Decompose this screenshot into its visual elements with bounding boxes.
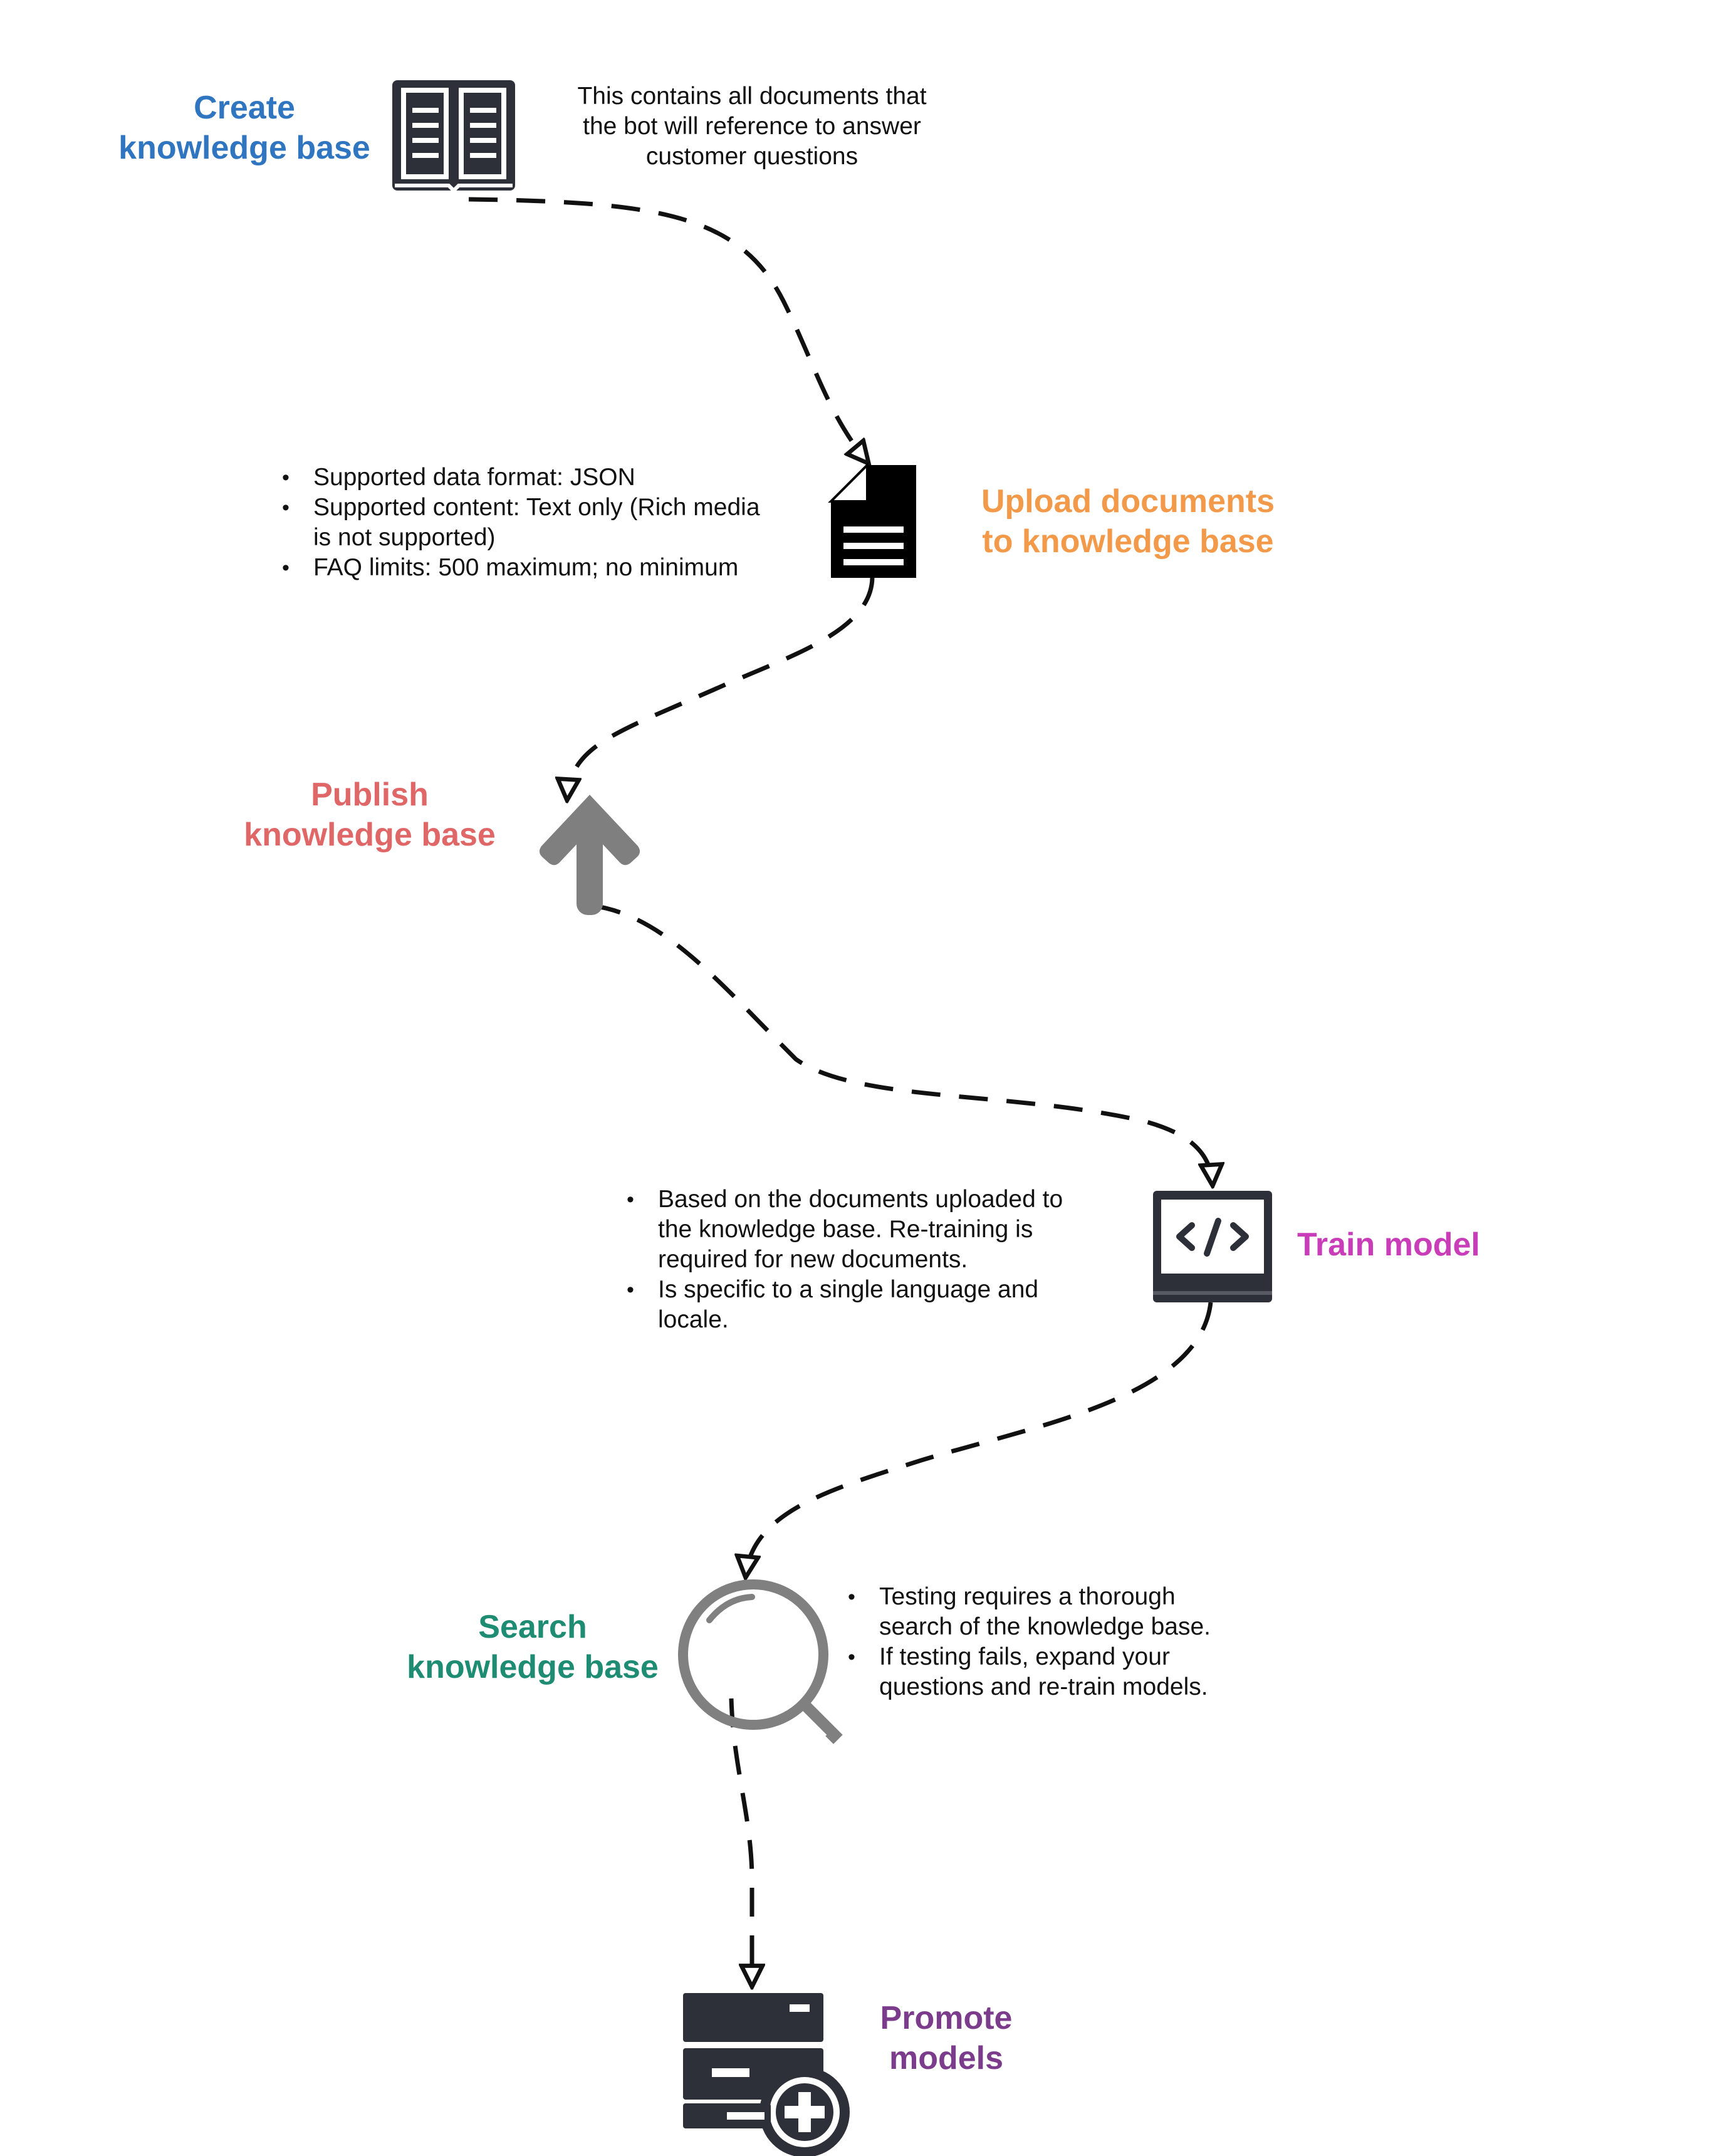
search-bullet: If testing fails, expand your questions … [848, 1642, 1299, 1702]
upload-bullet: FAQ limits: 500 maximum; no minimum [282, 553, 808, 583]
connector-train-to-search [746, 1302, 1213, 1576]
upload-bullet-2-line-1: Supported content: Text only (Rich media [313, 494, 760, 521]
create-note: This contains all documents that the bot… [551, 81, 952, 172]
upload-note: Supported data format: JSON Supported co… [282, 463, 808, 583]
upload-bullet: Supported content: Text only (Rich media… [282, 493, 808, 553]
train-bullet-2-line-1: Is specific to a single language and [658, 1276, 1039, 1303]
search-bullet-1-line-1: Testing requires a thorough [879, 1583, 1176, 1610]
search-title-line-2: knowledge base [407, 1649, 659, 1685]
search-title-line-1: Search [478, 1609, 587, 1645]
create-note-line-1: This contains all documents that [577, 83, 927, 110]
publish-title-line-2: knowledge base [244, 817, 496, 853]
train-bullet-1-line-2: the knowledge base. Re-training is [658, 1216, 1033, 1243]
create-title: Create knowledge base [100, 88, 389, 168]
server-add-icon [683, 1993, 850, 2156]
document-icon [828, 462, 916, 578]
create-note-line-3: customer questions [645, 143, 858, 170]
train-bullet: Based on the documents uploaded to the k… [627, 1185, 1128, 1275]
create-note-line-2: the bot will reference to answer [583, 113, 921, 140]
train-title: Train model [1297, 1225, 1510, 1265]
upload-title-line-1: Upload documents [981, 483, 1275, 520]
upload-title-line-2: to knowledge base [982, 523, 1274, 560]
train-note: Based on the documents uploaded to the k… [627, 1185, 1128, 1335]
upload-bullet-1-line-1: Supported data format: JSON [313, 464, 635, 491]
connector-publish-to-train [592, 903, 1213, 1185]
upload-bullet-3-line-1: FAQ limits: 500 maximum; no minimum [313, 554, 739, 581]
train-bullet-1-line-1: Based on the documents uploaded to [658, 1186, 1063, 1213]
create-title-line-2: knowledge base [118, 130, 370, 166]
search-title: Search knowledge base [389, 1607, 677, 1687]
connector-search-to-promote [729, 1698, 752, 1986]
publish-title: Publish knowledge base [226, 775, 514, 855]
search-note: Testing requires a thorough search of th… [848, 1582, 1299, 1702]
promote-title-line-1: Promote [880, 2000, 1013, 2036]
upload-title: Upload documents to knowledge base [965, 481, 1291, 562]
upload-bullet: Supported data format: JSON [282, 463, 808, 493]
promote-title-line-2: models [889, 2040, 1004, 2076]
publish-title-line-1: Publish [311, 777, 429, 813]
search-bullet-2-line-2: questions and re-train models. [879, 1673, 1208, 1700]
arrow-up-icon [539, 795, 640, 915]
train-bullet-2-line-2: locale. [658, 1306, 729, 1333]
create-title-line-1: Create [194, 90, 295, 126]
train-bullet-1-line-3: required for new documents. [658, 1246, 968, 1273]
connector-create-to-upload [468, 197, 868, 463]
upload-bullet-2-line-2: is not supported) [313, 524, 496, 551]
search-bullet: Testing requires a thorough search of th… [848, 1582, 1299, 1642]
train-bullet: Is specific to a single language and loc… [627, 1275, 1128, 1335]
magnifier-icon [678, 1579, 843, 1744]
promote-title: Promote models [852, 1998, 1040, 2078]
book-icon [392, 80, 515, 194]
code-monitor-icon [1153, 1191, 1272, 1302]
connector-upload-to-publish [567, 577, 875, 799]
search-bullet-2-line-1: If testing fails, expand your [879, 1643, 1170, 1670]
search-bullet-1-line-2: search of the knowledge base. [879, 1613, 1211, 1640]
train-title-line-1: Train model [1297, 1227, 1480, 1263]
